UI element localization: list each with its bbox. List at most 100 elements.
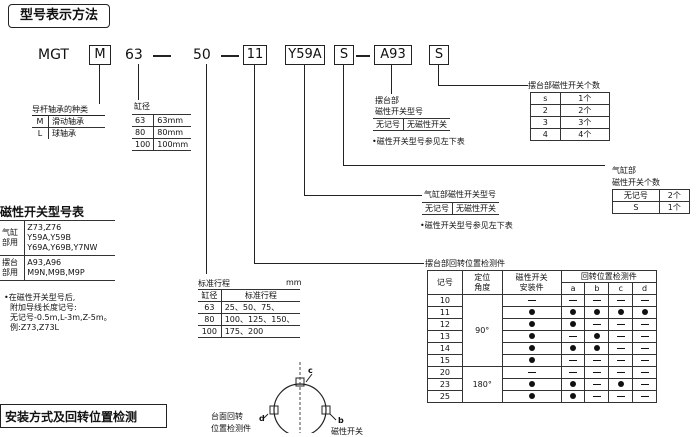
model-cyl-switch: Y59A <box>285 45 325 65</box>
page-title: 型号表示方法 <box>8 4 110 28</box>
bearing-label: 导杆轴承的种类 <box>32 105 88 114</box>
connector-line <box>391 64 392 94</box>
connector-line <box>343 165 605 166</box>
table-cell: L <box>32 127 49 139</box>
table-cell: 无磁性开关 <box>452 202 499 215</box>
table-cell <box>608 390 634 403</box>
dash-icon <box>640 372 649 373</box>
filled-dot-icon <box>570 345 577 351</box>
dash-icon <box>616 324 625 325</box>
table-cell <box>501 390 562 403</box>
switch-model: A93,A96 <box>27 258 62 267</box>
connector-line <box>343 64 344 166</box>
filled-dot-icon <box>593 333 600 339</box>
dash-icon <box>640 360 649 361</box>
dash-icon <box>592 300 601 301</box>
dash-icon <box>640 300 649 301</box>
model-table-switch: A93 <box>374 45 412 65</box>
connector-line <box>99 64 100 104</box>
note-line: •在磁性开关型号后, <box>4 293 76 302</box>
table-cell <box>560 354 586 367</box>
cyl-switch-note: •磁性开关型号参见左下表 <box>420 221 513 230</box>
table-cell <box>608 294 634 307</box>
install-section-box <box>0 404 167 428</box>
table-cell <box>608 366 634 379</box>
dash-icon <box>592 324 601 325</box>
table-cell <box>584 390 610 403</box>
table-cell: 1个 <box>658 201 691 214</box>
table-cell <box>584 306 610 319</box>
filled-dot-icon <box>593 345 600 351</box>
table-cell <box>560 378 586 391</box>
table-cell: 80 <box>132 126 155 139</box>
table-cell <box>632 390 657 403</box>
filled-dot-icon <box>528 333 535 339</box>
table-cell: 无磁性开关 <box>403 118 450 131</box>
dash-icon <box>569 360 578 361</box>
table-cell: 11 <box>427 306 463 319</box>
table-cell: 25、50、75、 <box>220 301 300 314</box>
table-row: 23 <box>427 378 657 391</box>
table-cell <box>632 342 657 355</box>
table-cell: 3个 <box>559 116 611 129</box>
filled-dot-icon <box>528 321 535 327</box>
table-row: L 球轴承 <box>32 127 105 139</box>
filled-dot-icon <box>593 309 600 315</box>
connector-line <box>206 64 207 274</box>
table-cell: 100mm <box>153 138 192 151</box>
table-cell <box>501 330 562 343</box>
model-prefix: MGT <box>38 47 69 63</box>
table-cell: s <box>530 92 561 105</box>
table-cell: 15 <box>427 354 463 367</box>
model-bearing: M <box>89 45 111 65</box>
filled-dot-icon <box>570 321 577 327</box>
table-cell: 2 <box>530 104 561 117</box>
table-cell: 滑动轴承 <box>48 115 105 128</box>
switch-model: M9N,M9B,M9P <box>27 268 85 277</box>
table-cell <box>584 318 610 331</box>
dash-icon <box>640 348 649 349</box>
table-row: 14 <box>427 342 657 355</box>
table-cell <box>560 294 586 307</box>
table-cell: 2个 <box>658 189 691 202</box>
table-cell <box>584 366 610 379</box>
table-header: d <box>632 282 657 295</box>
table-cell: 23 <box>427 378 463 391</box>
dash-icon <box>569 336 578 337</box>
table-row: M 滑动轴承 <box>32 115 105 128</box>
table-cell <box>560 306 586 319</box>
table-header: c <box>608 282 634 295</box>
table-cell: 100 <box>132 138 155 151</box>
dash-icon <box>616 396 625 397</box>
table-header: 定位 角度 <box>461 270 503 295</box>
table-cell: 摆台 部用 <box>0 255 26 281</box>
install-label1: 台面回转 <box>211 412 243 421</box>
table-cell <box>608 354 634 367</box>
dash-icon <box>527 372 536 373</box>
bore-label: 缸径 <box>134 102 150 111</box>
model-table-switch-count: S <box>334 45 354 65</box>
table-cell <box>632 330 657 343</box>
table-cell: 175、200 <box>220 325 300 338</box>
code-dash <box>221 55 239 57</box>
table-cell: 标准行程 <box>220 289 300 302</box>
table-cell: 14 <box>427 342 463 355</box>
dash-icon <box>569 372 578 373</box>
dash-icon <box>592 372 601 373</box>
marker-b: b <box>338 416 344 425</box>
table-switch-table: 无记号无磁性开关 <box>373 118 450 131</box>
model-stroke: 50 <box>193 47 211 63</box>
table-cell: 20 <box>427 366 463 379</box>
table-row: 12 <box>427 318 657 331</box>
connector-line <box>304 64 305 196</box>
table-cell <box>501 342 562 355</box>
table-cell: S <box>612 201 660 214</box>
switch-model: Z73,Z76 <box>27 223 62 232</box>
table-cell <box>501 306 562 319</box>
dash-icon <box>616 348 625 349</box>
table-row: 无记号无磁性开关 <box>422 202 499 215</box>
